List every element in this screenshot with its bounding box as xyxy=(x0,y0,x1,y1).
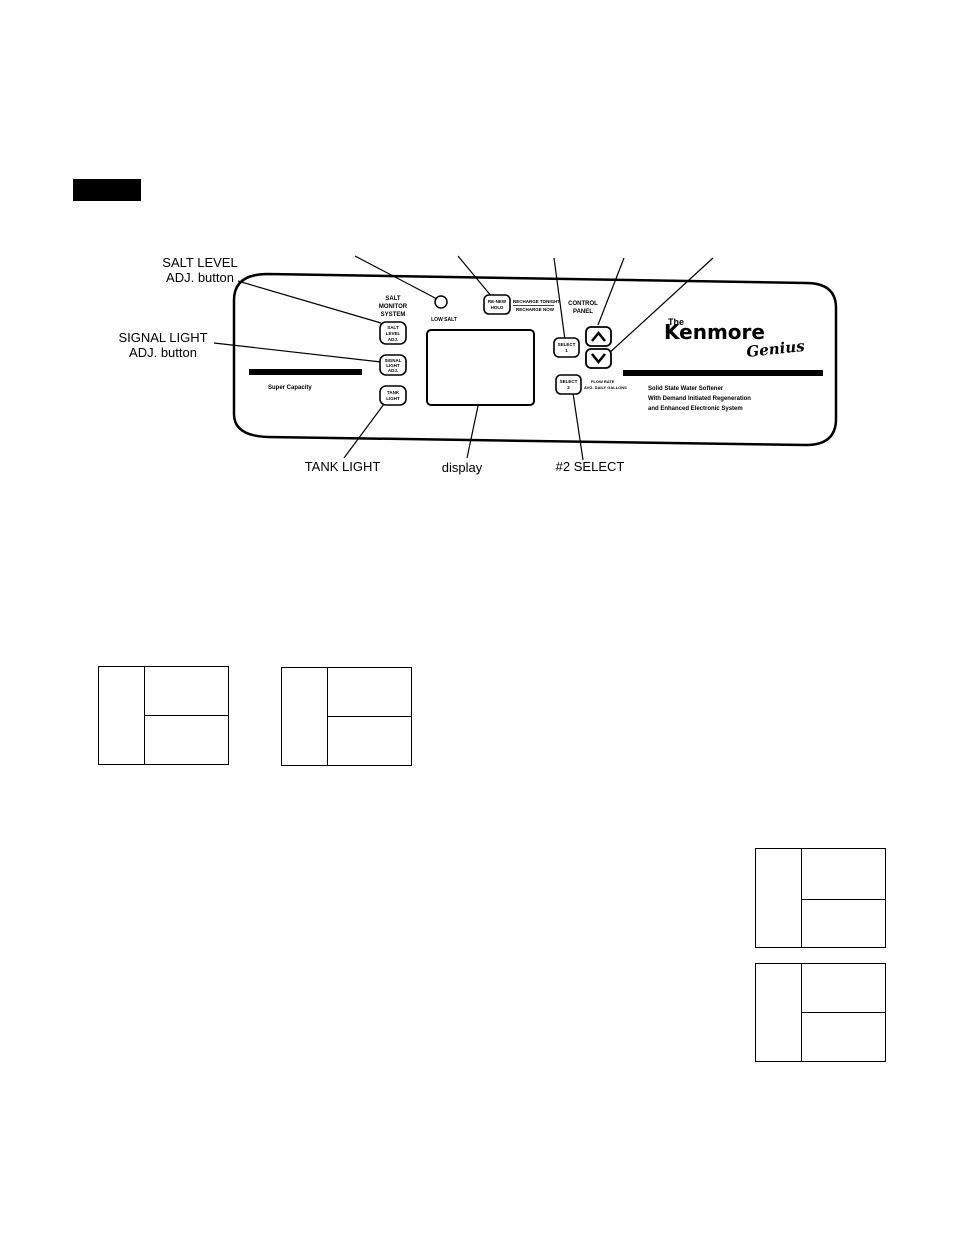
flow-rate-label: FLOW RATE xyxy=(591,379,615,384)
svg-text:LIGHT: LIGHT xyxy=(386,363,400,368)
salt-label: SALT xyxy=(385,296,401,302)
svg-text:SALT: SALT xyxy=(387,325,399,330)
svg-text:TANK: TANK xyxy=(387,390,400,395)
low-salt-light-icon xyxy=(434,295,448,309)
display-screen xyxy=(426,329,535,406)
description-line-1: Solid State Water Softener xyxy=(648,386,724,392)
svg-text:1: 1 xyxy=(565,348,568,353)
description-line-2: With Demand Initiated Regeneration xyxy=(648,396,751,402)
select-1-button[interactable]: SELECT 1 xyxy=(553,337,580,358)
svg-text:ADJ.: ADJ. xyxy=(388,368,398,373)
svg-text:2: 2 xyxy=(567,385,570,390)
display-callout: display xyxy=(441,460,483,475)
svg-text:HOLD: HOLD xyxy=(491,305,504,310)
signal-light-adj-button[interactable]: SIGNAL LIGHT ADJ. xyxy=(379,354,407,376)
monitor-label: MONITOR xyxy=(379,304,408,310)
recharge-tonight-label: RECHARGE TONIGHT xyxy=(513,299,560,304)
brand-kenmore: Kenmore xyxy=(664,320,765,344)
salt-level-adj-button[interactable]: SALT LEVEL ADJ. xyxy=(379,321,407,345)
avg-daily-gallons-label: AVG. DAILY GALLONS xyxy=(584,385,627,390)
empty-box-1 xyxy=(98,666,229,765)
brand-the: The xyxy=(668,317,684,327)
control-label: CONTROL xyxy=(568,301,598,307)
low-salt-label: LOW SALT xyxy=(431,317,457,323)
super-capacity-label: Super Capacity xyxy=(268,385,312,391)
salt-level-adj-callout: SALT LEVEL ADJ. button xyxy=(162,255,238,285)
empty-box-2 xyxy=(281,667,412,766)
svg-text:RE-NEW: RE-NEW xyxy=(488,299,507,304)
system-label: SYSTEM xyxy=(381,312,406,318)
up-arrow-button[interactable] xyxy=(585,326,612,347)
chevron-up-icon xyxy=(591,331,606,342)
recharge-now-label: RECHARGE NOW xyxy=(516,307,555,312)
select-2-button[interactable]: SELECT 2 xyxy=(555,374,582,395)
recharge-button[interactable]: RE-NEW HOLD xyxy=(483,294,511,315)
svg-text:SELECT: SELECT xyxy=(560,379,578,384)
empty-box-4 xyxy=(755,963,886,1062)
left-stripe xyxy=(249,369,362,375)
signal-light-adj-callout: SIGNAL LIGHT ADJ. button xyxy=(118,330,208,360)
empty-box-3 xyxy=(755,848,886,948)
description-line-3: and Enhanced Electronic System xyxy=(648,406,743,412)
right-stripe xyxy=(623,370,823,376)
tank-light-button[interactable]: TANK LIGHT xyxy=(379,385,407,406)
svg-text:SIGNAL: SIGNAL xyxy=(384,358,401,363)
section-tab xyxy=(73,179,141,201)
svg-text:LIGHT: LIGHT xyxy=(386,396,400,401)
panel-label: PANEL xyxy=(573,309,593,315)
down-arrow-button[interactable] xyxy=(585,348,612,369)
chevron-down-icon xyxy=(591,353,606,364)
panel-outline xyxy=(232,272,838,447)
select-2-callout: #2 SELECT xyxy=(555,459,625,474)
tank-light-callout: TANK LIGHT xyxy=(304,459,381,474)
svg-text:SELECT: SELECT xyxy=(558,342,576,347)
svg-text:ADJ.: ADJ. xyxy=(388,337,398,342)
svg-text:LEVEL: LEVEL xyxy=(386,331,401,336)
